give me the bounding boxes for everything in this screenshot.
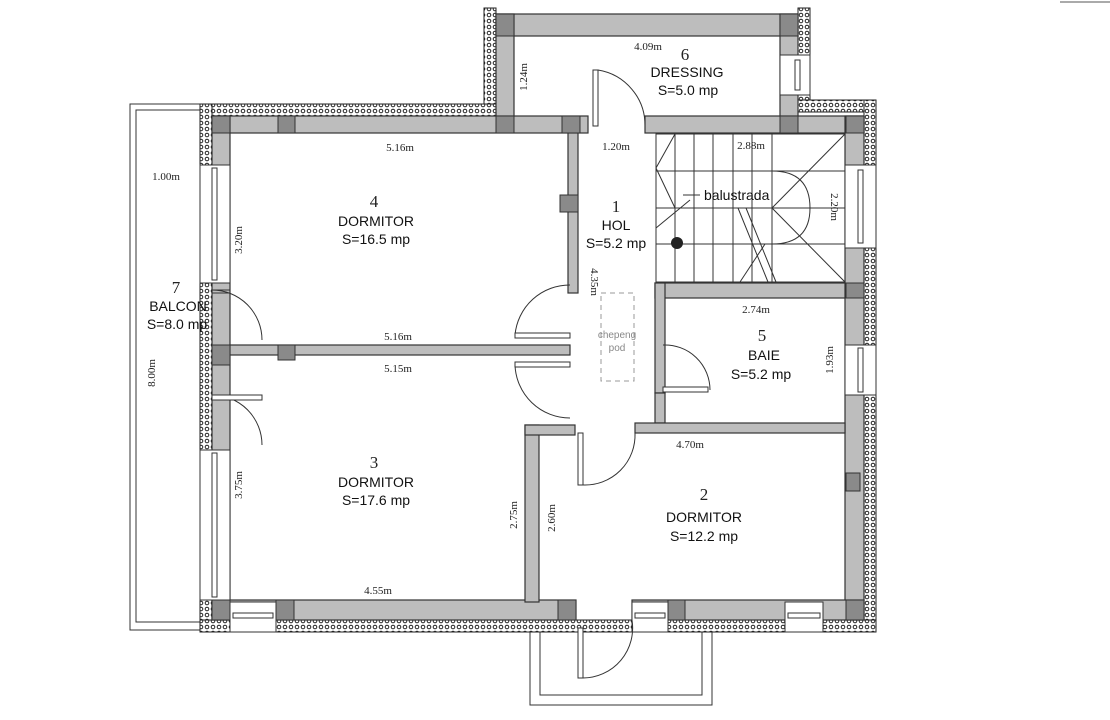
room-dressing: 6 DRESSING S=5.0 mp xyxy=(650,45,723,98)
room-baie: 5 BAIE S=5.2 mp xyxy=(731,326,792,382)
svg-text:1.20m: 1.20m xyxy=(602,141,630,153)
svg-text:5: 5 xyxy=(758,326,767,345)
svg-text:2.75m: 2.75m xyxy=(508,501,520,529)
windows xyxy=(199,54,877,633)
svg-text:1: 1 xyxy=(612,197,621,216)
front-balcony xyxy=(529,619,713,706)
room-dormitor-4: 4 DORMITOR S=16.5 mp xyxy=(338,192,414,247)
svg-text:DORMITOR: DORMITOR xyxy=(338,213,414,229)
svg-text:2.74m: 2.74m xyxy=(742,304,770,316)
svg-text:S=5.0 mp: S=5.0 mp xyxy=(658,82,719,98)
columns xyxy=(211,13,865,621)
svg-text:8.00m: 8.00m xyxy=(146,359,158,387)
svg-text:2: 2 xyxy=(700,485,709,504)
svg-text:S=12.2 mp: S=12.2 mp xyxy=(670,528,738,544)
svg-text:1.93m: 1.93m xyxy=(824,346,836,374)
attic-hatch xyxy=(600,292,635,382)
svg-text:4.35m: 4.35m xyxy=(588,268,600,296)
attic-hatch-label-2: pod xyxy=(609,343,626,354)
svg-text:1.24m: 1.24m xyxy=(518,63,530,91)
svg-text:BALCON: BALCON xyxy=(149,298,207,314)
svg-text:4.70m: 4.70m xyxy=(676,439,704,451)
svg-text:DRESSING: DRESSING xyxy=(650,64,723,80)
doors xyxy=(211,69,711,679)
svg-text:3.75m: 3.75m xyxy=(233,471,245,499)
room-dormitor-3: 3 DORMITOR S=17.6 mp xyxy=(338,453,414,508)
svg-text:S=5.2 mp: S=5.2 mp xyxy=(586,235,647,251)
svg-text:5.15m: 5.15m xyxy=(384,363,412,375)
svg-text:4.55m: 4.55m xyxy=(364,585,392,597)
svg-text:7: 7 xyxy=(172,278,181,297)
svg-text:4: 4 xyxy=(370,192,379,211)
svg-text:HOL: HOL xyxy=(602,217,631,233)
balustrade-label: balustrada xyxy=(704,187,770,203)
svg-text:2.60m: 2.60m xyxy=(546,504,558,532)
svg-text:5.16m: 5.16m xyxy=(386,142,414,154)
svg-text:3.20m: 3.20m xyxy=(233,226,245,254)
svg-text:DORMITOR: DORMITOR xyxy=(338,474,414,490)
room-hol: 1 HOL S=5.2 mp xyxy=(586,197,647,251)
svg-text:S=8.0 mp: S=8.0 mp xyxy=(147,316,208,332)
svg-text:6: 6 xyxy=(681,45,690,64)
newel-post xyxy=(671,237,683,249)
svg-text:5.16m: 5.16m xyxy=(384,331,412,343)
dimensions: 4.09m 1.24m 1.20m 2.88m 2.20m 5.16m 3.20… xyxy=(146,41,840,597)
svg-text:4.09m: 4.09m xyxy=(634,41,662,53)
svg-text:S=5.2 mp: S=5.2 mp xyxy=(731,366,792,382)
attic-hatch-label-1: chepeng xyxy=(598,330,636,341)
svg-text:3: 3 xyxy=(370,453,379,472)
svg-text:DORMITOR: DORMITOR xyxy=(666,509,742,525)
room-balcon: 7 BALCON S=8.0 mp xyxy=(147,278,208,332)
svg-text:2.20m: 2.20m xyxy=(828,193,840,221)
staircase xyxy=(655,133,846,283)
svg-text:2.88m: 2.88m xyxy=(737,140,765,152)
svg-text:S=17.6 mp: S=17.6 mp xyxy=(342,492,410,508)
room-dormitor-2: 2 DORMITOR S=12.2 mp xyxy=(666,485,742,544)
svg-text:1.00m: 1.00m xyxy=(152,171,180,183)
svg-text:BAIE: BAIE xyxy=(748,347,780,363)
svg-text:S=16.5 mp: S=16.5 mp xyxy=(342,231,410,247)
